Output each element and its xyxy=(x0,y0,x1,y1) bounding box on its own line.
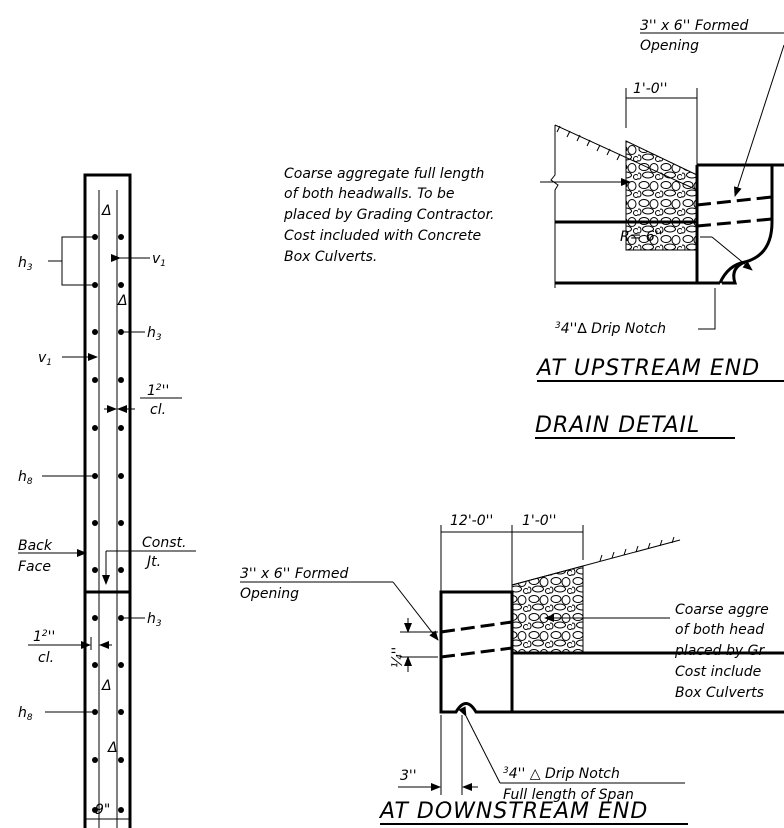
drip-notch xyxy=(718,260,746,284)
label-width-dim: 9" xyxy=(95,802,110,818)
label-cover-top-cl: cl. xyxy=(150,402,166,418)
downstream-drain-top xyxy=(440,620,513,634)
upstream-opening-label: 3'' x 6'' Formed xyxy=(640,18,748,34)
downstream-note-2: of both head xyxy=(675,622,764,638)
downstream-opening-leader xyxy=(392,581,439,641)
label-v1-left: v1 xyxy=(38,350,52,368)
downstream-note-1: Coarse aggre xyxy=(675,602,769,618)
downstream-dim-1ft: 1'-0'' xyxy=(522,513,556,529)
label-const-jt: Const. xyxy=(142,535,186,551)
label-back-face: Back xyxy=(18,538,53,554)
upstream-note-1: Coarse aggregate full length xyxy=(284,166,484,182)
downstream-opening-label: 3'' x 6'' Formed xyxy=(240,566,348,582)
label-cover-top: 12'' xyxy=(147,383,169,399)
label-const-jt-2: Jt. xyxy=(144,554,161,570)
label-cover-bottom-cl: cl. xyxy=(38,650,54,666)
aggregate-mark: Δ xyxy=(101,678,112,694)
aggregate-mark: Δ xyxy=(101,203,112,219)
drain-opening-bottom xyxy=(696,217,773,228)
downstream-aggregate xyxy=(511,565,584,654)
upstream-note-5: Box Culverts. xyxy=(284,249,377,265)
downstream-drain-bottom xyxy=(440,646,513,659)
label-cover-bottom: 12'' xyxy=(33,629,55,645)
section-title: DRAIN DETAIL xyxy=(535,413,700,438)
upstream-drip-label: 34''∆ Drip Notch xyxy=(555,321,666,337)
downstream-detail: 12'-0'' 1'-0'' 3'' x 6'' Formed Opening … xyxy=(240,513,784,825)
wall-section: Δ Δ Δ Δ h3 v1 h3 xyxy=(18,173,196,828)
downstream-opening-label-2: Opening xyxy=(240,586,299,602)
upstream-note-4: Cost included with Concrete xyxy=(284,228,481,244)
label-h8-lower: h8 xyxy=(18,705,33,723)
upstream-opening-label-2: Opening xyxy=(640,38,699,54)
rebar-dots xyxy=(92,234,124,813)
aggregate-mark: Δ xyxy=(117,293,128,309)
label-h3-right: h3 xyxy=(147,325,162,343)
label-v1-right: v1 xyxy=(152,251,166,269)
ground-hatch xyxy=(556,125,621,161)
upstream-dim-1ft: 1'-0'' xyxy=(633,81,667,97)
ground-hatch xyxy=(599,536,675,562)
downstream-headwall xyxy=(439,590,514,714)
leader-h3-bracket xyxy=(61,236,92,286)
label-h8: h8 xyxy=(18,469,33,487)
upstream-opening-leader xyxy=(733,44,784,197)
downstream-note-3: placed by Gr xyxy=(674,643,765,659)
upstream-note-2: of both headwalls. To be xyxy=(284,186,455,202)
upstream-radius: R= 6'' xyxy=(620,229,663,245)
aggregate-mark: Δ xyxy=(107,740,118,756)
upstream-title: AT UPSTREAM END xyxy=(535,356,760,381)
downstream-note-4: Cost include xyxy=(675,664,761,680)
downstream-title: AT DOWNSTREAM END xyxy=(378,799,648,824)
downstream-note-5: Box Culverts xyxy=(675,685,764,701)
label-h3: h3 xyxy=(18,255,33,273)
upstream-note-3: placed by Grading Contractor. xyxy=(283,207,495,223)
label-h3-lower: h3 xyxy=(147,611,162,629)
downstream-drip-label-2: Full length of Span xyxy=(503,787,634,803)
downstream-dim-12: 12'-0'' xyxy=(450,513,493,529)
downstream-dim-3in: 3'' xyxy=(400,768,417,784)
upstream-detail: 3'' x 6'' Formed Opening 1'-0'' Coarse a… xyxy=(283,18,784,382)
label-back-face-2: Face xyxy=(18,559,51,575)
downstream-drip-label: 34'' △ Drip Notch xyxy=(503,766,620,782)
wall-outline xyxy=(83,173,132,828)
break-line xyxy=(550,125,559,288)
drain-opening-top xyxy=(696,195,773,207)
downstream-drip-leader xyxy=(458,706,501,784)
downstream-dim-quarter: ¼'' xyxy=(390,647,406,668)
radius-leader xyxy=(711,236,753,271)
upstream-drip-leader xyxy=(698,288,716,330)
